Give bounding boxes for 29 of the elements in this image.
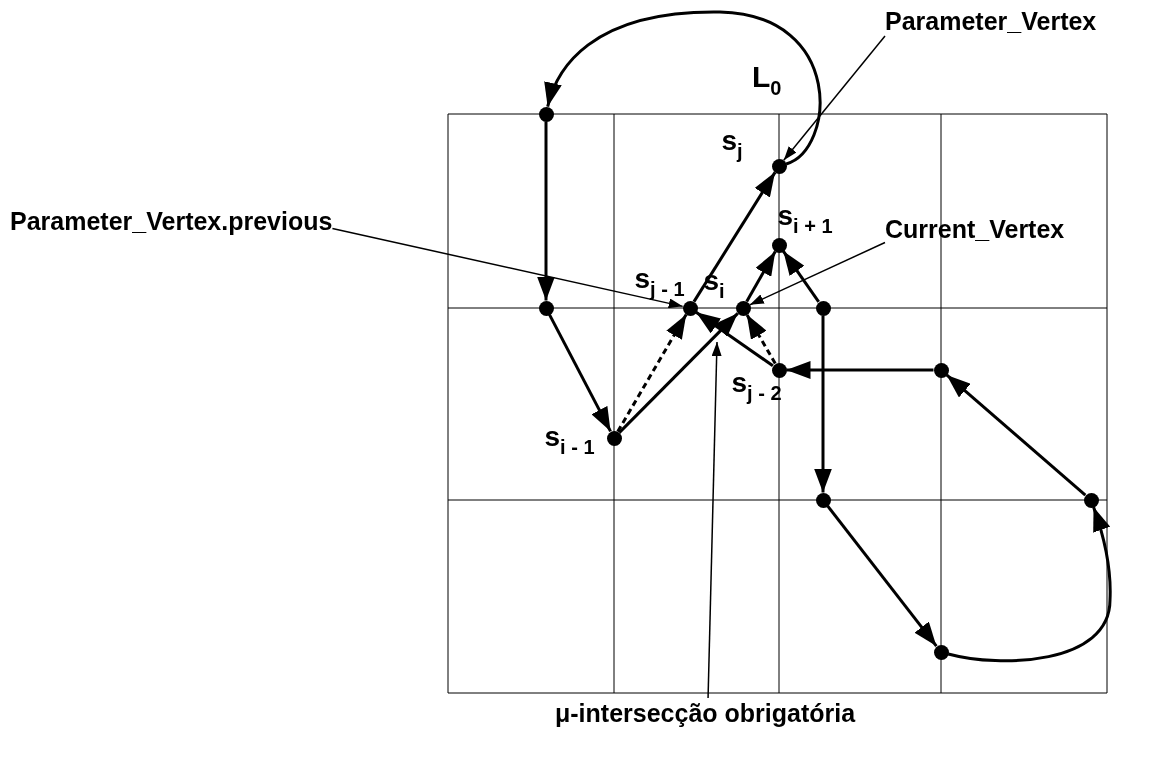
vertex-label: s$_{j - 2}$ — [731, 368, 782, 403]
arrow — [537, 121, 555, 301]
leader-line — [783, 35, 886, 161]
callout-label: Parameter_Vertex — [885, 6, 1097, 36]
loop-label: L$_{0}$ — [752, 62, 782, 98]
leader-line — [331, 227, 684, 309]
arrow — [945, 373, 1087, 497]
arrow — [545, 10, 822, 166]
dashed-arrow — [616, 313, 688, 433]
vertex-label: s$_{i + 1}$ — [777, 201, 833, 236]
callout-label: Parameter_Vertex.previous — [10, 206, 333, 236]
callout-label: Current_Vertex — [885, 214, 1065, 244]
callout-label: μ-intersecção obrigatória — [555, 698, 856, 728]
vertex-label: s$_{j}$ — [721, 126, 743, 161]
arrow — [695, 311, 774, 367]
arrow — [745, 250, 777, 303]
dashed-arrow — [745, 313, 777, 365]
arrow — [692, 171, 777, 303]
vertex-label: s$_{i - 1}$ — [544, 422, 595, 457]
arrow — [786, 361, 934, 379]
vertex-label: s$_{j - 1}$ — [634, 264, 685, 299]
arrow — [782, 250, 820, 303]
leader-line — [707, 341, 722, 699]
arrow — [947, 506, 1112, 663]
arrow — [618, 312, 739, 434]
arrow — [548, 313, 612, 433]
arrow — [826, 505, 938, 647]
arrow — [814, 315, 832, 493]
leader-line — [749, 241, 886, 306]
